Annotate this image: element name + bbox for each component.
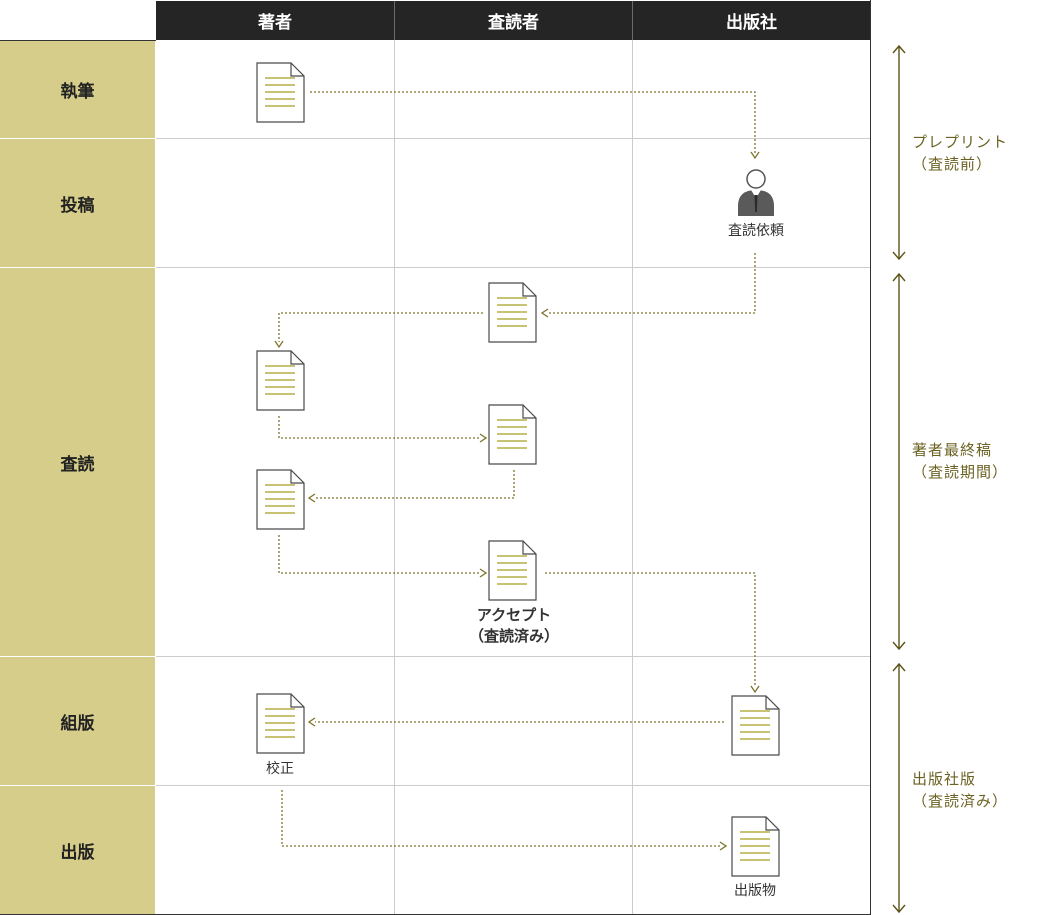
flow-connectors: [278, 91, 756, 847]
phase-sublabel: （査読済み）: [912, 792, 1009, 810]
table-border: [0, 0, 871, 915]
column-header-publisher: 出版社: [633, 1, 870, 40]
caption-accept: アクセプト: [476, 606, 552, 624]
grid: [156, 40, 870, 914]
caption-proofreading: 校正: [266, 761, 294, 777]
arrow-icon: [892, 641, 906, 651]
document-icon: [731, 816, 780, 877]
lane-review: 査読: [0, 268, 155, 656]
phase-label: 著者最終稿: [912, 441, 993, 459]
lane-publication: 出版: [0, 786, 155, 914]
caption-review-request: 査読依頼: [728, 223, 784, 239]
arrow-icon: [892, 904, 906, 914]
arrow-icon: [892, 272, 906, 282]
flow-line: [548, 253, 756, 314]
arrow-icon: [307, 717, 316, 727]
lane-writing: 執筆: [0, 41, 155, 138]
phase-label: プレプリント: [912, 133, 1009, 151]
phase-sublabel: （査読期間）: [912, 463, 1009, 481]
arrow-icon: [892, 251, 906, 261]
arrow-icon: [892, 662, 906, 672]
document-icon: [488, 540, 537, 601]
arrow-icon: [307, 493, 316, 503]
arrow-icon: [274, 340, 284, 349]
header-divider: [632, 1, 633, 40]
column-header-reviewer: 査読者: [395, 1, 632, 40]
flow-line: [281, 790, 720, 847]
document-icon: [256, 693, 305, 754]
phase-sublabel: （査読前）: [912, 155, 993, 173]
arrow-icon: [479, 433, 488, 443]
document-icon: [488, 282, 537, 343]
flow-line: [545, 572, 756, 687]
document-icon: [731, 695, 780, 756]
phase-publisher-version: 出版社版 （査読済み）: [912, 768, 1008, 812]
document-icon: [256, 350, 305, 411]
document-icon: [256, 469, 305, 530]
flow-line: [315, 470, 515, 499]
flow-line: [278, 535, 480, 574]
lane-typesetting: 組版: [0, 657, 155, 785]
flow-line: [310, 91, 756, 153]
arrow-icon: [892, 44, 906, 54]
header-divider: [394, 1, 395, 40]
arrow-icon: [479, 568, 488, 578]
arrow-icon: [719, 841, 728, 851]
lane-submission: 投稿: [0, 139, 155, 267]
arrowheads: [274, 151, 760, 851]
phase-author-final: 著者最終稿 （査読期間）: [912, 439, 1008, 483]
column-header-author: 著者: [156, 1, 394, 40]
phase-brackets: [892, 44, 906, 914]
document-icon: [256, 62, 305, 123]
phase-label: 出版社版: [912, 770, 977, 788]
caption-accept-reviewed: （査読済み）: [468, 627, 559, 645]
arrow-icon: [750, 151, 760, 160]
flow-line: [278, 416, 480, 439]
flow-line: [278, 312, 483, 342]
document-icon: [488, 404, 537, 465]
arrow-icon: [750, 685, 760, 694]
phase-preprint: プレプリント （査読前）: [912, 131, 1008, 175]
person-icon: [738, 169, 774, 216]
caption-publication-item: 出版物: [734, 883, 776, 899]
arrow-icon: [540, 308, 549, 318]
